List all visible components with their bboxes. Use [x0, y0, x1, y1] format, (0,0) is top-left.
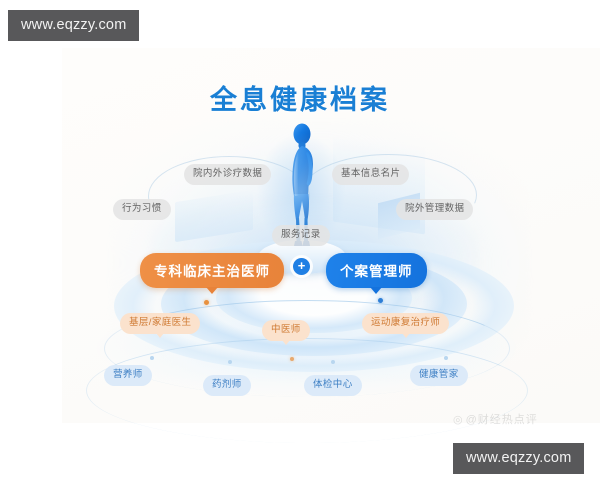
- chip-label: 中医师: [271, 324, 301, 335]
- page-title: 全息健康档案: [210, 85, 390, 115]
- node-dot-specialist: [204, 300, 209, 305]
- signature-text: @财经热点评: [465, 414, 538, 426]
- watermark-url-bottom-right: www.eqzzy.com: [453, 443, 585, 474]
- chip-label: 体检中心: [313, 379, 353, 390]
- chip-behavior-habits[interactable]: 行为习惯: [113, 199, 171, 220]
- pill-specialist-physician[interactable]: 专科临床主治医师: [140, 253, 284, 294]
- faint-signature-watermark: ◎@财经热点评: [453, 411, 538, 427]
- signature-glyph: ◎: [453, 414, 464, 426]
- chip-pharmacist[interactable]: 药剂师: [203, 375, 251, 396]
- chip-label: 营养师: [113, 369, 143, 380]
- chip-label: 服务记录: [281, 229, 321, 240]
- chip-offsite-management[interactable]: 院外管理数据: [396, 199, 474, 220]
- chip-checkup-center[interactable]: 体检中心: [304, 375, 362, 396]
- chip-label: 院外管理数据: [405, 203, 465, 214]
- chip-service-records[interactable]: 服务记录: [272, 225, 330, 246]
- chip-label: 行为习惯: [122, 203, 162, 214]
- chip-health-steward[interactable]: 健康管家: [410, 365, 468, 386]
- chip-basic-profile[interactable]: 基本信息名片: [332, 164, 410, 185]
- chip-label: 院内外诊疗数据: [193, 168, 263, 179]
- pill-label: 专科临床主治医师: [154, 264, 270, 279]
- chip-primary-family-doctor[interactable]: 基层/家庭医生: [120, 313, 201, 337]
- tier-arc-one: [104, 300, 510, 397]
- pill-label: 个案管理师: [340, 264, 413, 279]
- chip-clinical-data[interactable]: 院内外诊疗数据: [184, 164, 272, 185]
- watermark-url-top-left: www.eqzzy.com: [8, 10, 140, 41]
- node-dot-pharmacist: [228, 360, 232, 364]
- chip-label: 基层/家庭医生: [129, 317, 192, 328]
- chip-label: 运动康复治疗师: [371, 317, 441, 328]
- node-dot-tcm: [290, 357, 294, 361]
- node-dot-checkup: [331, 360, 335, 364]
- pill-case-manager[interactable]: 个案管理师: [326, 253, 427, 294]
- node-dot-case-manager: [378, 298, 383, 303]
- node-dot-steward: [444, 356, 448, 360]
- chip-label: 药剂师: [212, 379, 242, 390]
- chip-label: 健康管家: [419, 369, 459, 380]
- chip-dietitian[interactable]: 营养师: [104, 365, 152, 386]
- chip-tcm-practitioner[interactable]: 中医师: [262, 320, 310, 344]
- plus-icon: +: [297, 258, 306, 273]
- tier-arc-two: [86, 338, 528, 443]
- node-dot-dietitian: [150, 356, 154, 360]
- chip-label: 基本信息名片: [341, 168, 401, 179]
- chip-sports-rehab[interactable]: 运动康复治疗师: [362, 313, 450, 337]
- plus-connector-badge: +: [293, 258, 310, 275]
